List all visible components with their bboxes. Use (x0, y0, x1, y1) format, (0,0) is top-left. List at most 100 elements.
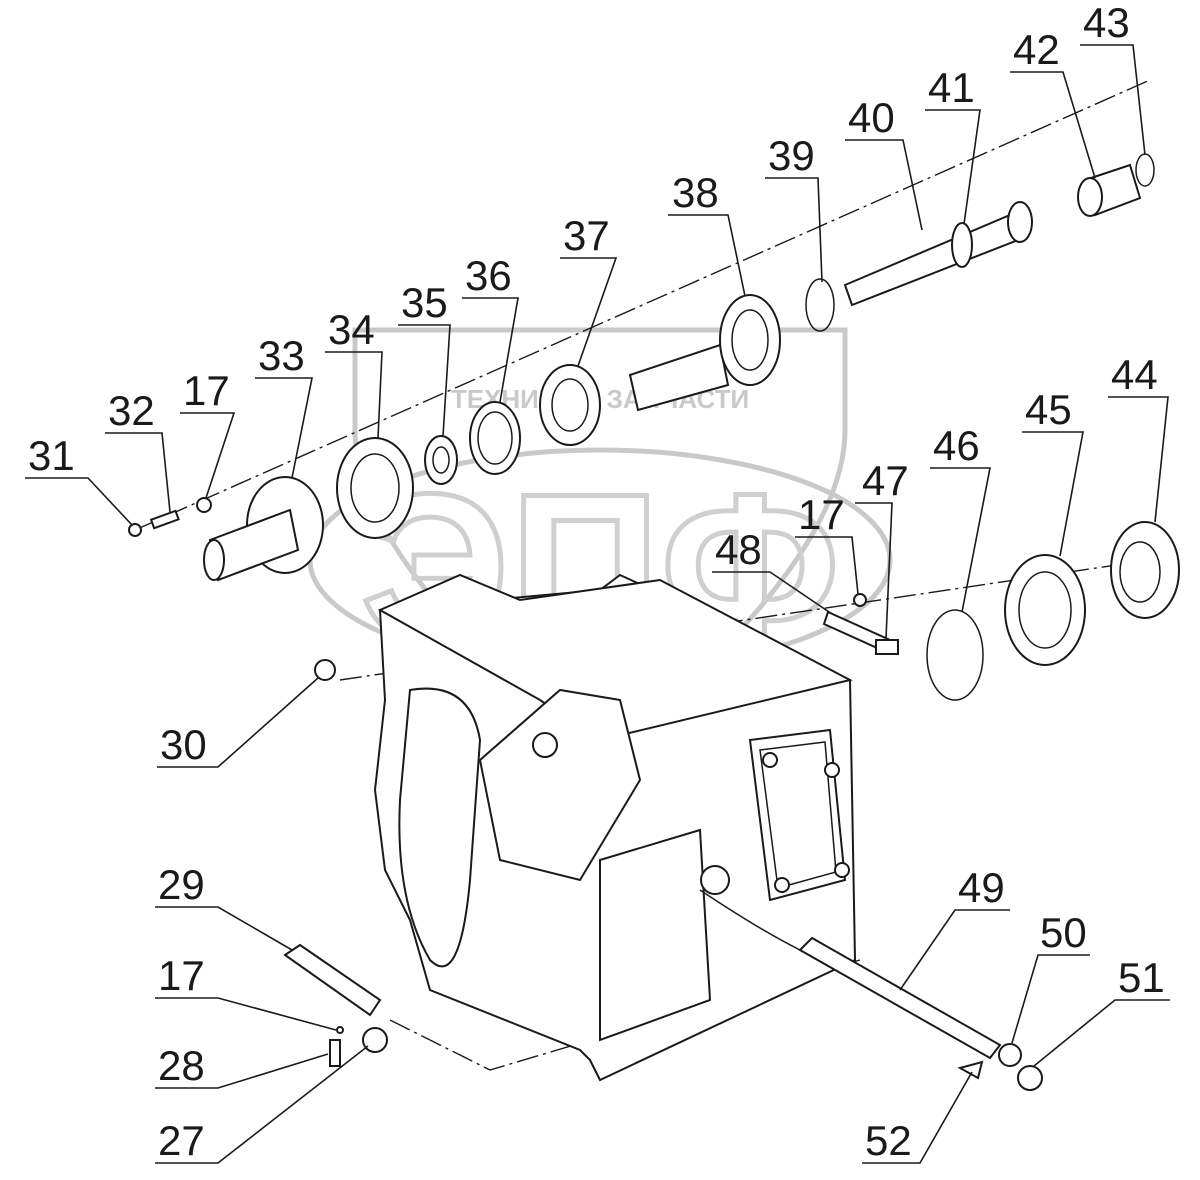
leader-48 (712, 571, 833, 615)
part-17-washer-c (336, 1026, 344, 1034)
leader-42 (1010, 71, 1096, 179)
part-38-shaft (628, 343, 730, 412)
part-37-bearing (539, 364, 601, 446)
part-35-seal-inner (432, 446, 450, 474)
callout-labels: 31 32 17 33 34 35 36 37 38 39 40 41 42 4… (28, 0, 1165, 1164)
part-43-ring (1135, 153, 1155, 187)
callout-30: 30 (160, 721, 207, 768)
callout-17a: 17 (183, 367, 230, 414)
leader-45 (1022, 431, 1084, 557)
part-37-bearing-inner (551, 378, 589, 432)
leader-51 (1033, 999, 1170, 1067)
leader-36 (462, 297, 519, 403)
leader-43 (1080, 44, 1146, 156)
leader-44 (1108, 396, 1169, 523)
leader-30 (157, 677, 319, 768)
part-45-bearing-inner (1018, 571, 1072, 649)
part-39-snap-ring (805, 278, 835, 332)
part-40-spline-shaft (843, 213, 1020, 307)
leader-17a (180, 412, 236, 499)
callout-45: 45 (1025, 386, 1072, 433)
main-shaft-axis (134, 79, 1151, 531)
part-50-ring (998, 1043, 1022, 1067)
callout-34: 34 (328, 306, 375, 353)
callout-35: 35 (401, 279, 448, 326)
callout-39: 39 (768, 132, 815, 179)
housing-side-panel (599, 828, 712, 1042)
part-28-pin (329, 1039, 341, 1067)
callout-40: 40 (848, 94, 895, 141)
part-47-bracket (875, 639, 899, 655)
housing-hose (699, 889, 801, 951)
leader-lines (25, 44, 1170, 1164)
callout-36: 36 (465, 252, 512, 299)
leader-49 (899, 909, 1010, 991)
part-41-collar (951, 222, 973, 268)
callout-17b: 17 (798, 491, 845, 538)
callout-44: 44 (1111, 351, 1158, 398)
callout-52: 52 (865, 1117, 912, 1164)
leader-35 (398, 324, 451, 437)
leader-47 (855, 502, 893, 639)
callout-31: 31 (28, 432, 75, 479)
leader-17c (155, 997, 337, 1031)
gearbox-housing (373, 573, 857, 1082)
callout-46: 46 (933, 422, 980, 469)
callout-28: 28 (158, 1042, 205, 1089)
callout-47: 47 (862, 457, 909, 504)
leader-46 (930, 467, 991, 613)
callout-37: 37 (563, 212, 610, 259)
part-42-bushing-end (1077, 177, 1103, 217)
part-36-shim-inner (477, 411, 513, 465)
callout-38: 38 (672, 169, 719, 216)
part-34-gasket-inner (350, 453, 400, 523)
part-31-nut (128, 523, 142, 537)
part-49-rod (798, 936, 1002, 1060)
part-29-fork (283, 943, 382, 1017)
leader-17b (795, 536, 859, 595)
callout-48: 48 (715, 526, 762, 573)
part-40-shaft-end (1007, 201, 1033, 243)
leader-31 (25, 477, 133, 526)
callout-50: 50 (1040, 909, 1087, 956)
main-shaft-assembly (128, 153, 1155, 582)
housing-inner (478, 688, 642, 882)
leader-40 (845, 139, 923, 231)
cover-bolt-4 (834, 862, 850, 878)
part-44-gear-hub (1119, 541, 1161, 603)
part-17-washer-b (853, 593, 867, 607)
cover-bolt-2 (824, 762, 840, 778)
leader-41 (925, 109, 981, 225)
leader-32 (105, 432, 171, 513)
leader-37 (560, 257, 618, 367)
callout-43: 43 (1083, 0, 1130, 46)
part-35-seal (424, 435, 458, 485)
callout-42: 42 (1013, 26, 1060, 73)
part-45-bearing (1004, 554, 1086, 666)
callout-51: 51 (1118, 954, 1165, 1001)
part-38-gear (719, 294, 781, 386)
housing-boss (532, 732, 558, 758)
callout-49: 49 (958, 864, 1005, 911)
part-17-washer-a (196, 497, 212, 513)
housing-bore (398, 687, 482, 968)
leader-52 (862, 1071, 973, 1164)
leader-33 (255, 377, 313, 479)
callout-41: 41 (928, 64, 975, 111)
fork-assembly (283, 936, 1043, 1091)
part-27-washer (362, 1027, 388, 1053)
leader-38 (668, 214, 746, 297)
part-51-seal (1017, 1065, 1043, 1091)
part-52-key (957, 1060, 984, 1080)
callout-29: 29 (158, 861, 205, 908)
callout-32: 32 (108, 387, 155, 434)
callout-33: 33 (258, 332, 305, 379)
leader-28 (155, 1053, 329, 1089)
leader-27 (155, 1045, 369, 1164)
housing-port (700, 865, 730, 895)
leader-29 (155, 906, 293, 951)
cover-bolt-3 (774, 877, 790, 893)
callout-27: 27 (158, 1117, 205, 1164)
